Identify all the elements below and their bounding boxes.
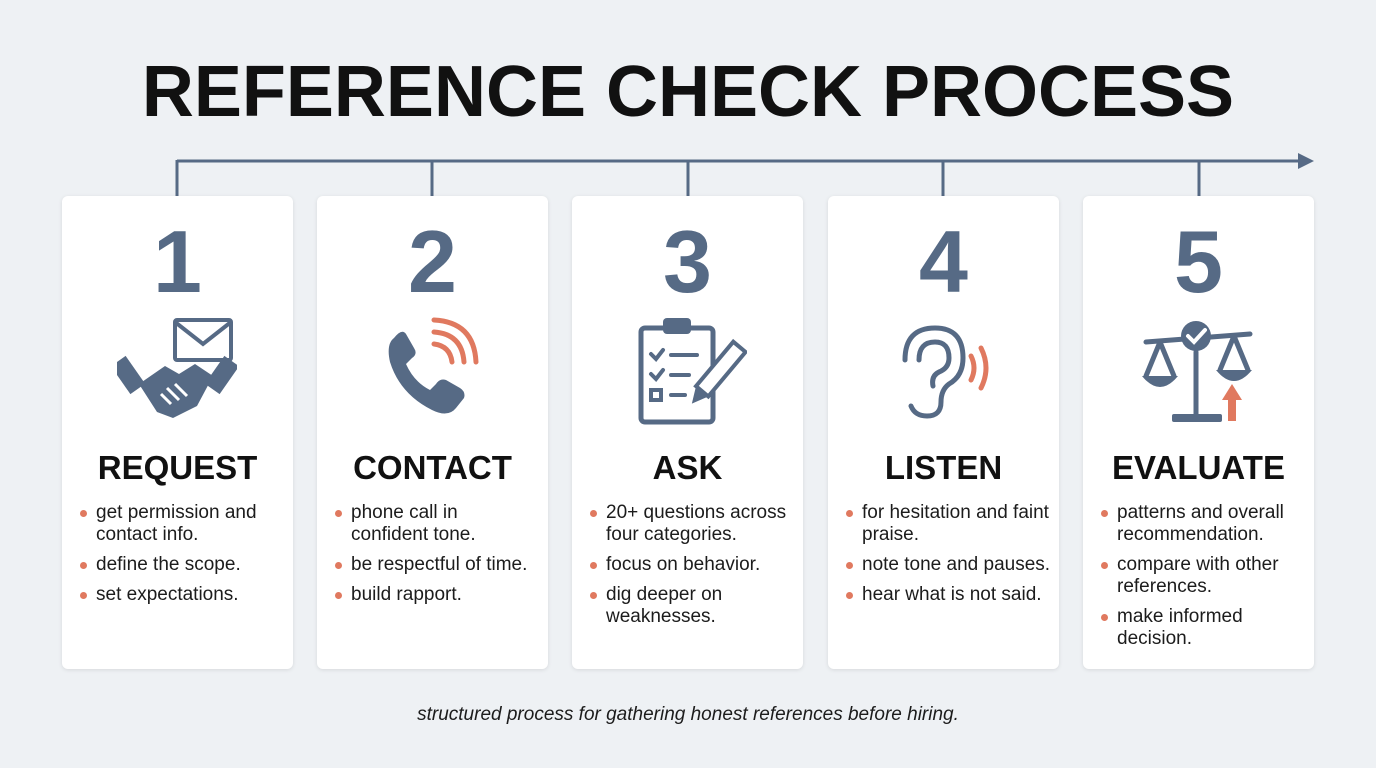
step-label: REQUEST: [97, 449, 258, 486]
step-card-ask: 3 ASK 20+ questions across four categori…: [572, 196, 803, 669]
timeline-arrow: [175, 153, 1314, 196]
list-item: set expectations.: [80, 584, 285, 606]
list-item: dig deeper on weaknesses.: [590, 584, 795, 628]
bullet-list: get permission and contact info. define …: [80, 502, 285, 614]
list-item: be respectful of time.: [335, 554, 540, 576]
list-item: note tone and pauses.: [846, 554, 1051, 576]
step-number: 4: [919, 212, 968, 311]
bullet-list: patterns and overall recommendation. com…: [1101, 502, 1306, 658]
step-label: ASK: [652, 449, 723, 486]
step-card-contact: 2 CONTACT phone call in confident tone. …: [317, 196, 548, 669]
ear-icon: [902, 325, 989, 419]
step-card-request: 1 REQUEST get permission and contact inf…: [62, 196, 293, 669]
clipboard-checklist-icon: [638, 318, 747, 425]
scales-icon: [1142, 321, 1253, 422]
step-number: 5: [1174, 212, 1223, 311]
list-item: hear what is not said.: [846, 584, 1051, 606]
list-item: make informed decision.: [1101, 606, 1306, 650]
step-number: 1: [153, 212, 202, 311]
list-item: define the scope.: [80, 554, 285, 576]
footer-caption: structured process for gathering honest …: [417, 704, 959, 725]
list-item: phone call in confident tone.: [335, 502, 540, 546]
list-item: patterns and overall recommendation.: [1101, 502, 1306, 546]
step-number: 2: [408, 212, 457, 311]
step-label: LISTEN: [884, 449, 1003, 486]
list-item: for hesitation and faint praise.: [846, 502, 1051, 546]
bullet-list: 20+ questions across four categories. fo…: [590, 502, 795, 636]
list-item: compare with other references.: [1101, 554, 1306, 598]
handshake-envelope-icon: [117, 318, 237, 418]
step-number: 3: [663, 212, 712, 311]
list-item: focus on behavior.: [590, 554, 795, 576]
list-item: 20+ questions across four categories.: [590, 502, 795, 546]
bullet-list: for hesitation and faint praise. note to…: [846, 502, 1051, 614]
list-item: get permission and contact info.: [80, 502, 285, 546]
page-title: REFERENCE CHECK PROCESS: [141, 52, 1235, 132]
list-item: build rapport.: [335, 584, 540, 606]
step-label: EVALUATE: [1112, 449, 1285, 486]
bullet-list: phone call in confident tone. be respect…: [335, 502, 540, 614]
step-card-evaluate: 5 EVALUATE patterns and overall recommen…: [1083, 196, 1314, 669]
step-label: CONTACT: [353, 449, 512, 486]
phone-icon: [388, 317, 479, 414]
step-card-listen: 4 LISTEN for hesitation and faint praise…: [828, 196, 1059, 669]
